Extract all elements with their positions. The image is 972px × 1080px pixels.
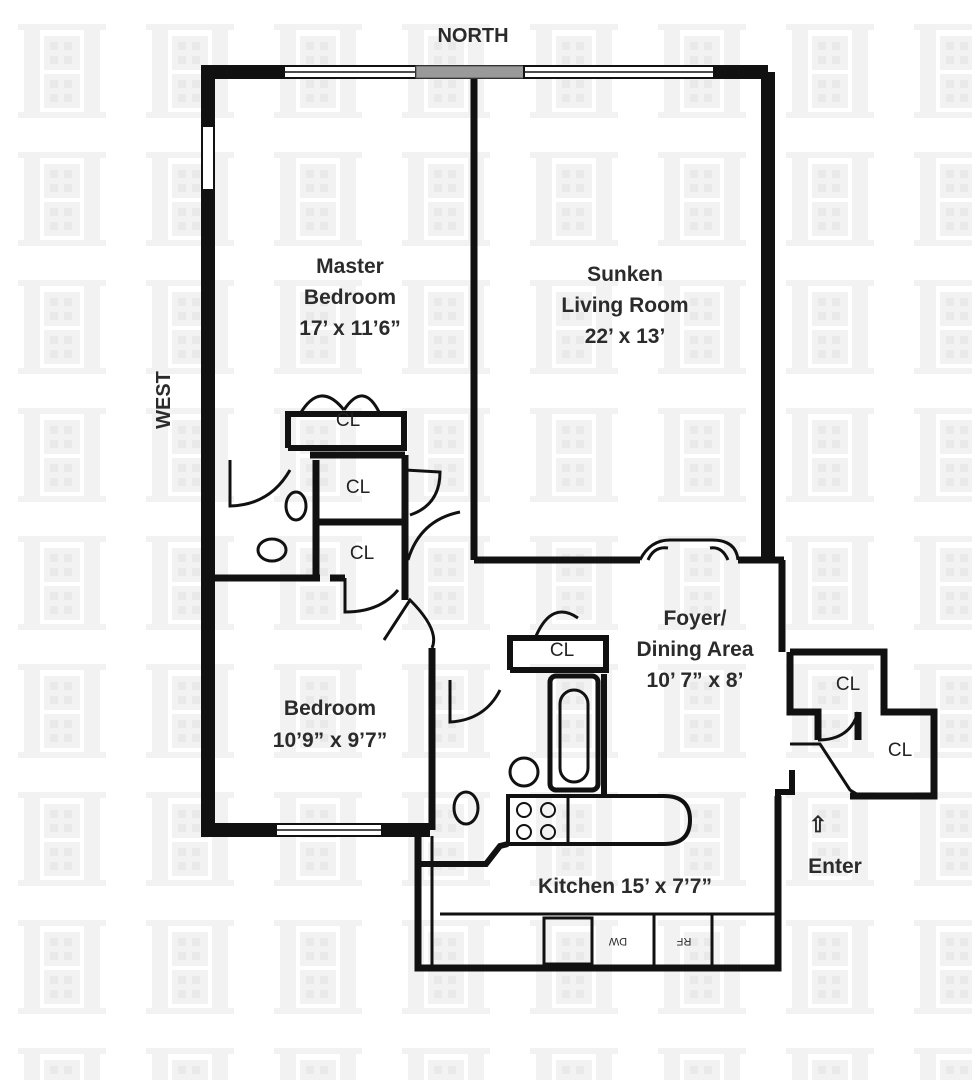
closet-label: CL xyxy=(349,543,375,564)
master-closet-outline xyxy=(285,394,407,451)
room-kitchen: Kitchen 15’ x 7’7” xyxy=(538,875,712,898)
room-name: Bedroom xyxy=(303,286,397,309)
room-name: Living Room xyxy=(561,294,689,317)
room-name: Bedroom xyxy=(283,697,377,720)
room-dimensions: 10’ 7” x 8’ xyxy=(646,669,744,692)
dishwasher-label: DW xyxy=(608,935,628,948)
room-dimensions: 17’ x 11’6” xyxy=(299,317,401,340)
north-windows xyxy=(201,65,715,837)
room-name: Foyer/ xyxy=(663,607,727,630)
west-label: WEST xyxy=(153,371,175,429)
refrigerator-label: RF xyxy=(676,935,692,948)
room-name: Dining Area xyxy=(636,638,754,661)
entry-closets xyxy=(775,648,938,800)
room-name: Master xyxy=(316,255,384,278)
entrance-label: Enter xyxy=(808,855,862,878)
north-label: NORTH xyxy=(437,25,509,47)
closet-label: CL xyxy=(549,640,575,661)
bathroom-fixtures xyxy=(256,490,609,826)
interior-walls xyxy=(214,78,786,972)
room-name: Sunken xyxy=(587,263,663,286)
closet-label: CL xyxy=(335,410,361,431)
closet-label: CL xyxy=(345,477,371,498)
room-dimensions: 22’ x 13’ xyxy=(584,325,666,348)
entrance-arrow-icon: ⇧ xyxy=(808,812,828,837)
kitchen-counter xyxy=(418,794,778,968)
living-room-step xyxy=(638,538,740,561)
door-swings xyxy=(228,460,502,724)
closet-label: CL xyxy=(835,674,861,695)
room-dimensions: 10’9” x 9’7” xyxy=(272,729,388,752)
closet-label: CL xyxy=(887,740,913,761)
